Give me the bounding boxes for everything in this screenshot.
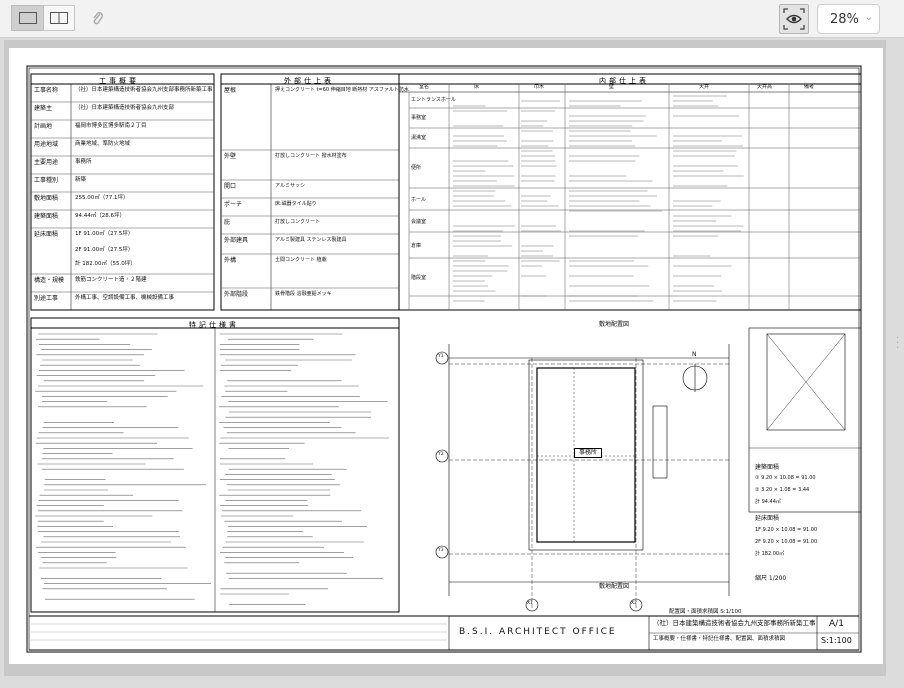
exterior-row-value: 鉄骨階段 溶融亜鉛メッキ — [275, 292, 332, 297]
exterior-row-label: 庇 — [224, 220, 230, 226]
summary-row-label: 工事名称 — [34, 88, 58, 94]
document-viewport[interactable]: 工事概要 工事名称（社）日本建築構造技術者協会九州支部事務所新築工事建築主（社）… — [4, 40, 886, 676]
interior-room-name: 湯沸室 — [411, 136, 426, 141]
exterior-row-value: アルミ製建具 ステンレス製建具 — [275, 238, 347, 243]
grid-label: X1 — [527, 602, 533, 607]
summary-row-label: 計画地 — [34, 124, 52, 130]
area-row: 計 94.44㎡ — [755, 500, 781, 505]
area-row: 計 182.00㎡ — [755, 552, 784, 557]
interior-header-cell: 壁 — [609, 85, 614, 90]
summary-row-value: 商業地域、準防火地域 — [75, 142, 130, 148]
paperclip-icon — [92, 10, 104, 26]
summary-row-label: 別途工事 — [34, 296, 58, 302]
sheet-number: A/1 — [829, 620, 844, 629]
exterior-row-label: 外構 — [224, 258, 236, 264]
two-page-icon — [50, 12, 68, 24]
grid-label: Y1 — [438, 355, 444, 360]
exterior-row-label: 外部建具 — [224, 238, 248, 244]
summary-row-value: 事務所 — [75, 160, 92, 166]
exterior-row-label: 屋根 — [224, 88, 236, 94]
area-scale: 縮尺 1/200 — [755, 576, 786, 582]
north-arrow-label: N — [692, 352, 697, 358]
exterior-row-value: 打放しコンクリート — [275, 220, 320, 225]
interior-room-name: 便所 — [411, 166, 421, 171]
grid-label: Y2 — [438, 453, 444, 458]
summary-row-value: 1F 91.00㎡（27.5坪） — [75, 232, 133, 238]
interior-room-name: エントランスホール — [411, 98, 456, 103]
interior-header-cell: 天井高 — [757, 85, 772, 90]
project-name: （社）日本建築構造技術者協会九州支部事務所新築工事 — [653, 620, 816, 627]
exterior-row-value: 打放しコンクリート 撥水材塗布 — [275, 154, 347, 159]
summary-row-label: 用途地域 — [34, 142, 58, 148]
area-row: 2F 9.20 × 10.08 = 91.00 — [755, 540, 817, 545]
drawing-scale: S:1:100 — [821, 637, 852, 645]
caption: 配置図・面積求積図 S:1/100 — [669, 610, 741, 616]
summary-row-value: 新築 — [75, 178, 86, 184]
summary-row-label: 構造・規模 — [34, 278, 64, 284]
plan-building-label: 事務所 — [574, 448, 602, 458]
exterior-row-label: ポーチ — [224, 202, 242, 208]
interior-header-cell: 室名 — [419, 85, 429, 90]
area-table-title-2: 延床面積 — [755, 516, 779, 522]
summary-row-value: （社）日本建築構造技術者協会九州支部事務所新築工事 — [75, 88, 213, 94]
interior-header-cell: 床 — [474, 85, 479, 90]
plan-label: 敷地配置図 — [599, 322, 629, 328]
summary-row-value: 鉄筋コンクリート造・２階建 — [75, 278, 147, 284]
drawing-frame — [9, 48, 883, 664]
summary-row-label: 建築面積 — [34, 214, 58, 220]
exterior-row-value: 土間コンクリート 植栽 — [275, 258, 327, 263]
resize-handle[interactable]: ··· — [896, 336, 899, 351]
summary-row-label: 敷地面積 — [34, 196, 58, 202]
zoom-select[interactable]: 28% ⌄ — [817, 4, 880, 34]
interior-title: 内部仕上表 — [599, 76, 649, 86]
exterior-title: 外部仕上表 — [284, 76, 334, 86]
summary-title: 工事概要 — [99, 76, 139, 86]
area-row: ② 3.20 × 1.08 = 3.44 — [755, 488, 809, 493]
interior-room-name: 事務室 — [411, 116, 426, 121]
summary-row-label: 延床面積 — [34, 232, 58, 238]
summary-row-value: 255.00㎡（77.1坪） — [75, 196, 129, 202]
single-page-view-button[interactable] — [11, 5, 44, 31]
summary-row-label: 主要用途 — [34, 160, 58, 166]
summary-row-value: 外構工事、空調設備工事、機械設備工事 — [75, 296, 174, 302]
interior-header-cell: 備考 — [804, 85, 814, 90]
exterior-row-label: 外壁 — [224, 154, 236, 160]
exterior-row-label: 開口 — [224, 184, 236, 190]
summary-row-value: （社）日本建築構造技術者協会九州支部 — [75, 106, 174, 112]
area-table-title: 建築面積 — [755, 465, 779, 471]
summary-row-value: 計 182.00㎡（55.0坪） — [75, 262, 136, 268]
summary-row-value: 2F 91.00㎡（27.5坪） — [75, 248, 133, 254]
attachment-button[interactable] — [86, 5, 110, 31]
exterior-row-value: アルミサッシ — [275, 184, 305, 189]
grid-label: Y3 — [438, 549, 444, 554]
summary-row-label: 工事種別 — [34, 178, 58, 184]
area-row: ① 9.20 × 10.08 = 91.00 — [755, 476, 816, 481]
specs-title: 特記仕様書 — [189, 320, 239, 330]
summary-row-value: 福岡市博多区博多駅南２丁目 — [75, 124, 147, 130]
interior-header-cell: 巾木 — [534, 85, 544, 90]
chevron-down-icon: ⌄ — [865, 12, 873, 23]
summary-row-value: 94.44㎡（28.6坪） — [75, 214, 125, 220]
two-page-view-button[interactable] — [44, 5, 75, 31]
area-row: 1F 9.20 × 10.08 = 91.00 — [755, 528, 817, 533]
interior-header-cell: 天井 — [699, 85, 709, 90]
viewer-toolbar: 28% ⌄ — [0, 0, 904, 38]
eye-icon — [783, 8, 805, 30]
summary-row-label: 建築主 — [34, 106, 52, 112]
exterior-row-value: 床:磁器タイル貼り — [275, 202, 317, 207]
interior-room-name: 倉庫 — [411, 244, 421, 249]
grid-label: X2 — [631, 602, 637, 607]
zoom-value: 28% — [830, 12, 859, 27]
plan-label-bottom: 敷地配置図 — [599, 584, 629, 590]
drawing-name: 工事概要・仕様書・特記仕様書、配置図、面積求積図 — [653, 637, 785, 643]
interior-room-name: 会議室 — [411, 220, 426, 225]
exterior-row-value: 押えコンクリート t=60 伸縮目地 断熱材 アスファルト防水 — [275, 88, 409, 93]
drawing-sheet: 工事概要 工事名称（社）日本建築構造技術者協会九州支部事務所新築工事建築主（社）… — [9, 48, 883, 664]
interior-room-name: 階段室 — [411, 276, 426, 281]
single-page-icon — [19, 12, 37, 24]
visibility-toggle-button[interactable] — [779, 4, 809, 34]
office-name: B.S.I. ARCHITECT OFFICE — [459, 628, 617, 637]
interior-room-name: ホール — [411, 198, 426, 203]
exterior-row-label: 外部階段 — [224, 292, 248, 298]
